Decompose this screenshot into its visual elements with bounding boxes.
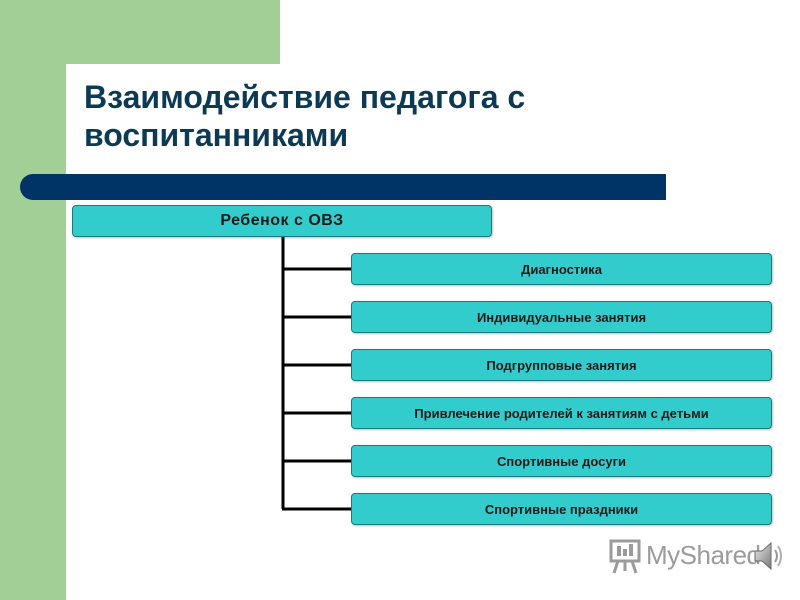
slide-title: Взаимодействие педагога с воспитанниками bbox=[84, 79, 526, 153]
child-node-sport-leisure: Спортивные досуги bbox=[351, 445, 772, 477]
green-top-band bbox=[0, 0, 280, 64]
title-underline-bar bbox=[20, 174, 666, 200]
watermark-text: MyShared bbox=[646, 539, 761, 570]
myshared-watermark: MyShared bbox=[608, 532, 778, 578]
child-node-sport-holidays: Спортивные праздники bbox=[351, 493, 772, 525]
root-node: Ребенок с ОВЗ bbox=[72, 205, 492, 237]
green-side-band bbox=[0, 0, 66, 600]
presentation-board-icon bbox=[609, 539, 641, 574]
child-node-individual-lessons: Индивидуальные занятия bbox=[351, 301, 772, 333]
child-node-diagnostics: Диагностика bbox=[351, 253, 772, 285]
child-node-subgroup-lessons: Подгрупповые занятия bbox=[351, 349, 772, 381]
child-node-parent-involvement: Привлечение родителей к занятиям с детьм… bbox=[351, 397, 772, 429]
speaker-icon[interactable] bbox=[752, 538, 786, 574]
